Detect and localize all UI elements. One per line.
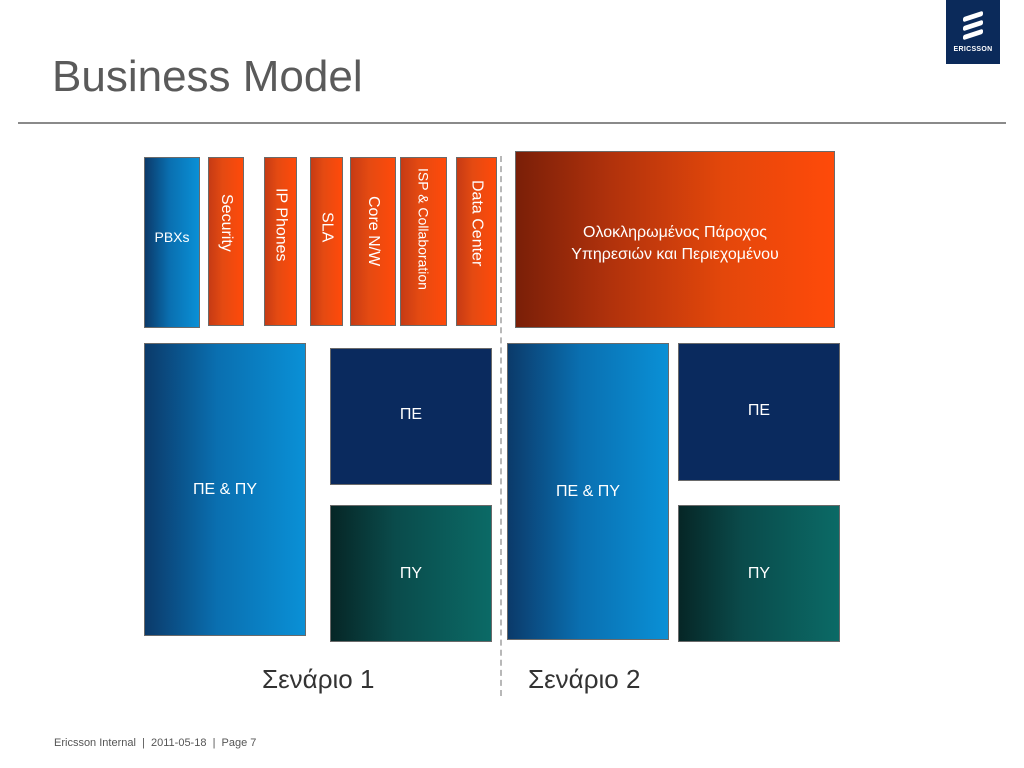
scenario1-label: Σενάριο 1 — [262, 664, 375, 694]
security-label: Security — [218, 194, 235, 252]
core-nw-box: Core N/W — [350, 157, 396, 326]
scenario1-pe-label: ΠΕ — [399, 405, 423, 423]
pbxs-label: PBXs — [154, 228, 190, 245]
ip-phones-label: IP Phones — [272, 188, 290, 262]
scenario2-pe-py-box: ΠΕ & ΠΥ — [507, 343, 669, 640]
isp-collaboration-label: ISP & Collaboration — [415, 168, 432, 290]
scenario1-pe-py-box: ΠΕ & ΠΥ — [144, 343, 306, 636]
scenario2-label: Σενάριο 2 — [528, 664, 641, 694]
slide-title: Business Model — [52, 52, 363, 101]
data-center-label: Data Center — [468, 180, 486, 267]
isp-collaboration-box: ISP & Collaboration — [400, 157, 447, 326]
integrated-provider-label: Ολοκληρωμένος Πάροχος Υπηρεσιών και Περι… — [571, 224, 779, 263]
sla-box: SLA — [310, 157, 343, 326]
footer-text: Ericsson Internal | 2011-05-18 | Page 7 — [54, 737, 257, 749]
ericsson-logo: ERICSSON — [946, 0, 1000, 64]
sla-label: SLA — [318, 212, 336, 243]
pbxs-box: PBXs — [144, 157, 200, 328]
scenario1-py-label: ΠΥ — [399, 564, 423, 582]
scenario2-pe-box: ΠΕ — [678, 343, 840, 481]
ericsson-logo-icon — [963, 10, 983, 41]
scenario-divider — [500, 156, 502, 696]
logo-text: ERICSSON — [953, 46, 993, 53]
integrated-provider-box: Ολοκληρωμένος Πάροχος Υπηρεσιών και Περι… — [515, 151, 835, 328]
core-nw-label: Core N/W — [365, 196, 382, 267]
data-center-box: Data Center — [456, 157, 497, 326]
title-divider — [18, 122, 1006, 124]
ip-phones-box: IP Phones — [264, 157, 297, 326]
scenario2-py-label: ΠΥ — [747, 564, 771, 582]
scenario1-py-box: ΠΥ — [330, 505, 492, 642]
security-box: Security — [208, 157, 244, 326]
scenario2-pe-label: ΠΕ — [747, 402, 771, 419]
scenario1-pe-py-label: ΠΕ & ΠΥ — [192, 480, 257, 498]
scenario2-pe-py-label: ΠΕ & ΠΥ — [555, 482, 620, 500]
scenario1-pe-box: ΠΕ — [330, 348, 492, 485]
scenario2-py-box: ΠΥ — [678, 505, 840, 642]
